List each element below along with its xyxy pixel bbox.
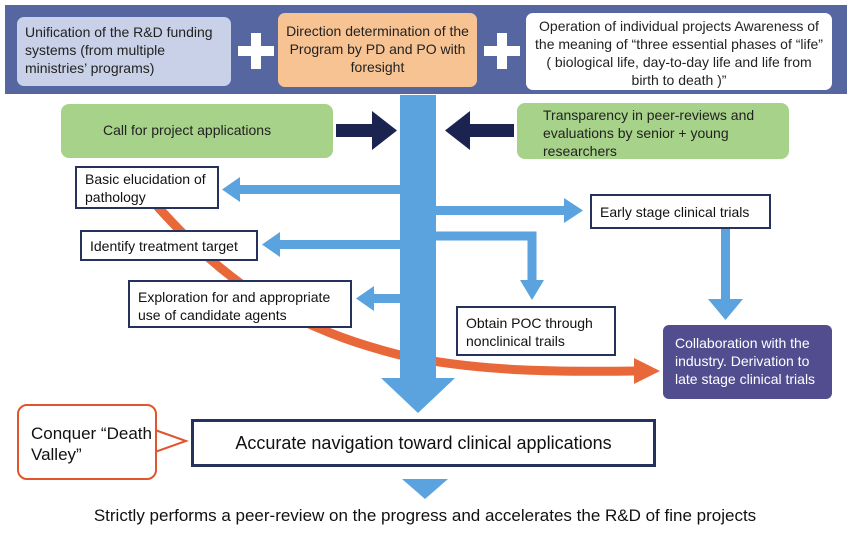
death-valley-callout: Conquer “Death Valley” <box>17 404 157 480</box>
callout-pointer <box>154 428 189 454</box>
exploration-box: Exploration for and appropriate use of c… <box>128 280 352 328</box>
branch-collab <box>721 229 730 301</box>
navigation-box: Accurate navigation toward clinical appl… <box>191 419 656 467</box>
identify-target-box: Identify treatment target <box>80 230 258 261</box>
branch-basic <box>238 185 401 194</box>
basic-elucidation-box: Basic elucidation of pathology <box>75 166 219 209</box>
transparency-box: Transparency in peer-reviews and evaluat… <box>517 103 789 159</box>
dark-arrow-right-shaft <box>468 124 514 137</box>
bottom-arrow <box>402 479 448 499</box>
branch-identify <box>278 240 401 249</box>
curve-arrowhead <box>634 358 660 384</box>
branch-exploration <box>372 294 401 303</box>
plus-icon <box>236 31 276 71</box>
direction-box: Direction determination of the Program b… <box>278 13 477 87</box>
death-valley-curve <box>145 193 643 376</box>
branch-poc <box>436 231 537 282</box>
branch-basic-head <box>222 177 240 202</box>
main-arrow-head <box>381 378 455 413</box>
call-applications-box: Call for project applications <box>61 104 333 158</box>
dark-arrow-right-head <box>445 111 470 150</box>
plus-icon <box>482 31 522 71</box>
dark-arrow-left-head <box>372 111 397 150</box>
early-clinical-box: Early stage clinical trials <box>590 194 771 229</box>
branch-collab-head <box>708 299 743 320</box>
unification-box: Unification of the R&D funding systems (… <box>17 17 231 86</box>
branch-early <box>436 206 566 215</box>
footer-text: Strictly performs a peer-review on the p… <box>93 506 757 525</box>
branch-exploration-head <box>356 286 374 311</box>
branch-poc-head <box>520 280 544 300</box>
collaboration-box: Collaboration with the industry. Derivat… <box>663 325 832 399</box>
dark-arrow-left-shaft <box>336 124 374 137</box>
operation-box: Operation of individual projects Awarene… <box>526 13 832 90</box>
branch-identify-head <box>262 232 280 257</box>
branch-early-head <box>564 198 583 223</box>
main-arrow-shaft <box>400 95 436 380</box>
poc-box: Obtain POC through nonclinical trails <box>456 306 616 356</box>
